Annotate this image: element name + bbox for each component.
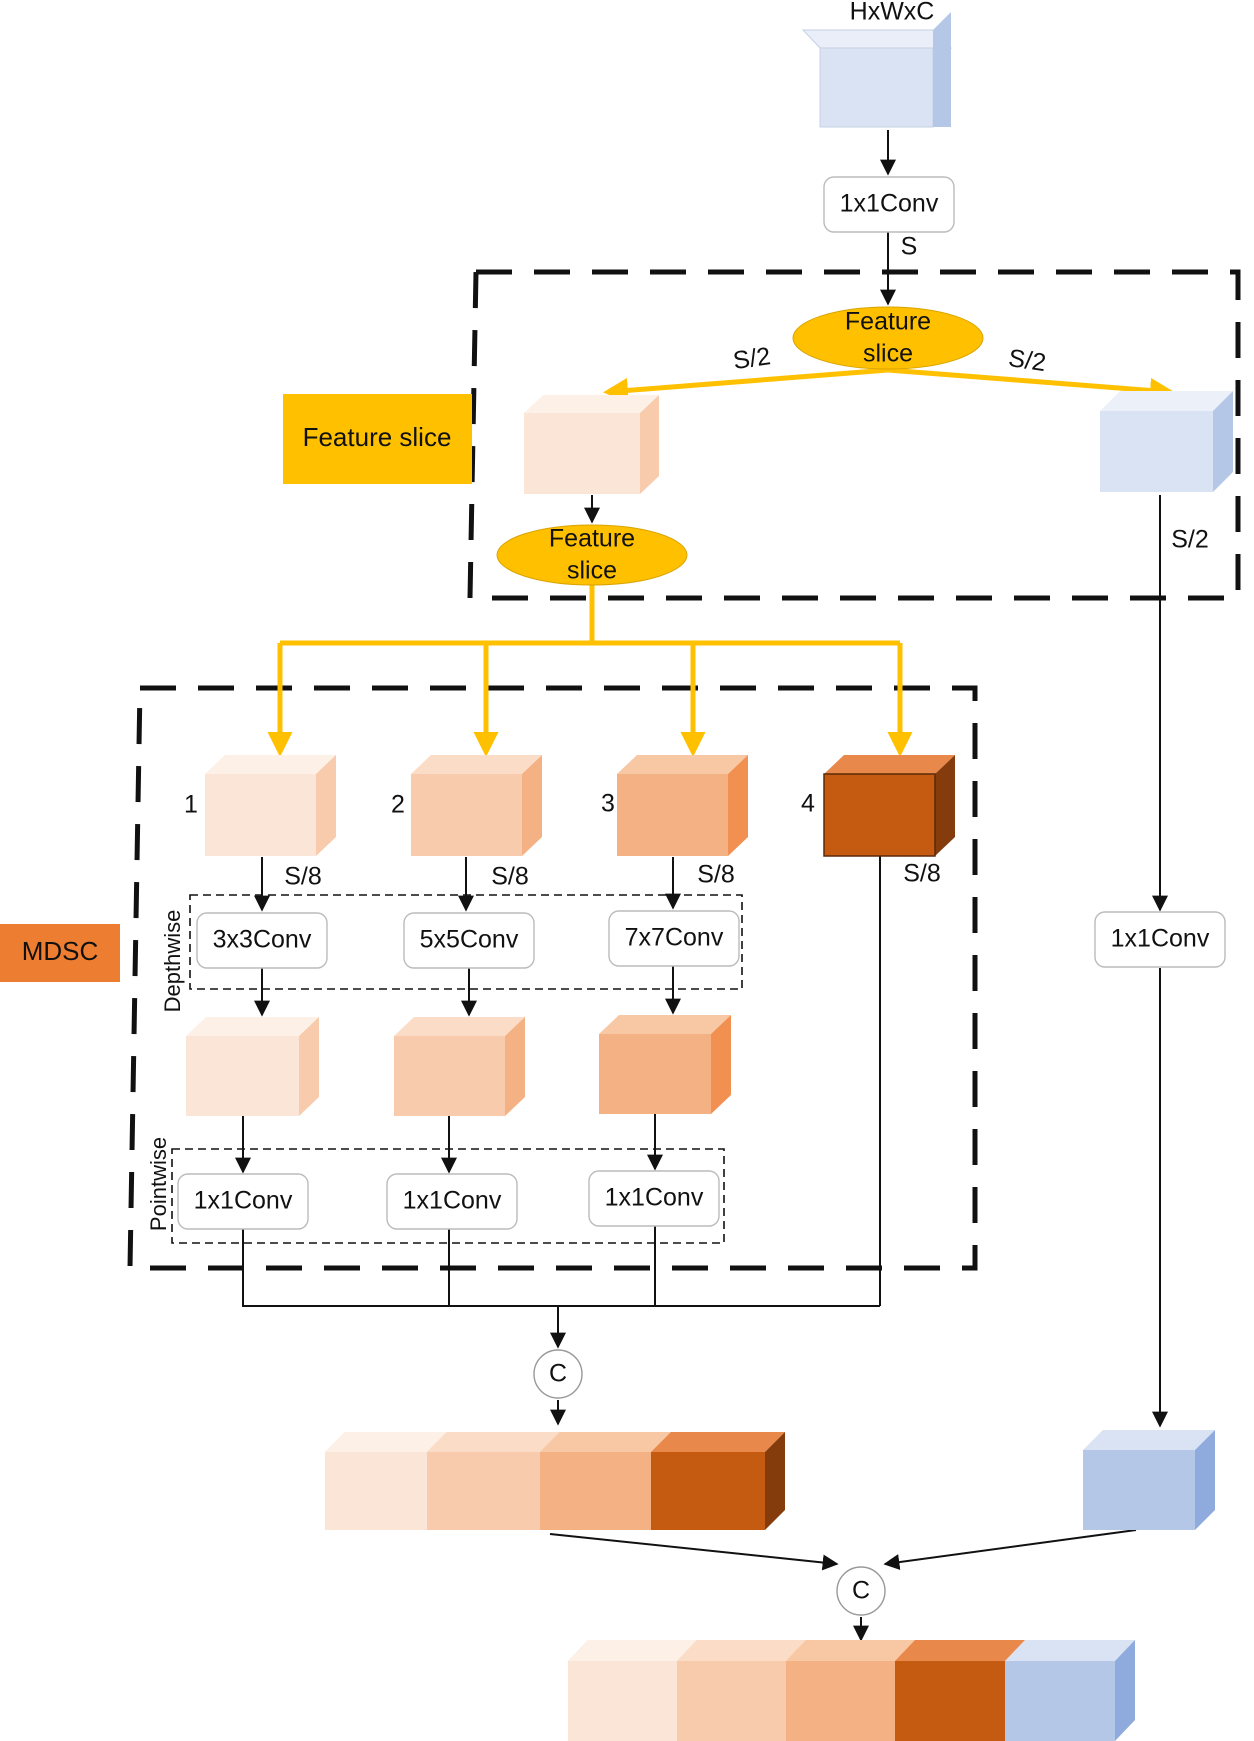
mid-cube-1 xyxy=(186,1017,319,1116)
edge-label-eighth-4: S/8 xyxy=(903,860,941,888)
branch-cube-2 xyxy=(411,755,542,856)
svg-text:1x1Conv: 1x1Conv xyxy=(1111,925,1210,953)
svg-text:slice: slice xyxy=(863,340,913,368)
svg-text:C: C xyxy=(549,1360,567,1388)
svg-text:C: C xyxy=(852,1577,870,1605)
right-conv-box: 1x1Conv xyxy=(1094,911,1226,968)
branch-cube-3 xyxy=(617,755,748,856)
feature-slice-node-left: Feature slice xyxy=(496,524,688,586)
mdsc-frame xyxy=(127,685,978,1271)
edge-label-half-left: S/2 xyxy=(731,342,772,375)
slice-right-cube xyxy=(1100,391,1233,492)
depthwise-conv-1: 3x3Conv xyxy=(196,912,328,969)
concat-node-1: C xyxy=(533,1349,583,1399)
svg-text:slice: slice xyxy=(567,557,617,585)
branch-number-1: 1 xyxy=(184,791,198,819)
branch-number-4: 4 xyxy=(801,790,815,818)
feature-slice-node-top: Feature slice xyxy=(792,306,984,370)
svg-text:3x3Conv: 3x3Conv xyxy=(213,926,312,954)
svg-text:1x1Conv: 1x1Conv xyxy=(605,1184,704,1212)
svg-text:Feature: Feature xyxy=(549,525,635,553)
depthwise-label: Depthwise xyxy=(160,910,185,1013)
svg-text:1x1Conv: 1x1Conv xyxy=(194,1187,293,1215)
svg-text:MDSC: MDSC xyxy=(22,936,99,966)
edge-label-half-down: S/2 xyxy=(1171,526,1209,554)
top-conv-box: 1x1Conv xyxy=(823,176,955,233)
depthwise-conv-3: 7x7Conv xyxy=(608,910,740,967)
mid-cube-2 xyxy=(394,1017,525,1116)
slice-left-cube xyxy=(524,395,659,494)
concat-block-orange xyxy=(325,1432,785,1530)
depthwise-conv-2: 5x5Conv xyxy=(403,912,535,969)
pointwise-label: Pointwise xyxy=(146,1137,171,1231)
pointwise-conv-1: 1x1Conv xyxy=(177,1173,309,1230)
edge-label-s: S xyxy=(901,233,918,261)
concat-node-2: C xyxy=(836,1566,886,1616)
pointwise-conv-3: 1x1Conv xyxy=(588,1170,720,1227)
slice-arrows xyxy=(267,367,1175,757)
branch-number-2: 2 xyxy=(391,791,405,819)
branch-number-3: 3 xyxy=(601,790,615,818)
svg-text:5x5Conv: 5x5Conv xyxy=(420,926,519,954)
svg-text:1x1Conv: 1x1Conv xyxy=(403,1187,502,1215)
connectors xyxy=(235,130,1168,1642)
mid-cube-3 xyxy=(599,1015,731,1114)
svg-text:Feature slice: Feature slice xyxy=(303,422,452,452)
branch-cube-1 xyxy=(205,755,336,856)
pointwise-conv-2: 1x1Conv xyxy=(386,1173,518,1230)
final-output-block xyxy=(568,1640,1135,1741)
edge-label-eighth-2: S/8 xyxy=(491,863,529,891)
edge-label-eighth-1: S/8 xyxy=(284,863,322,891)
right-output-cube xyxy=(1083,1430,1215,1530)
edge-label-eighth-3: S/8 xyxy=(697,861,735,889)
input-label: HxWxC xyxy=(850,0,935,26)
svg-text:Feature: Feature xyxy=(845,308,931,336)
svg-text:7x7Conv: 7x7Conv xyxy=(625,924,724,952)
input-cube xyxy=(801,12,953,128)
edge-label-half-right: S/2 xyxy=(1007,344,1048,377)
feature-slice-side-label: Feature slice xyxy=(283,394,472,484)
mdsc-side-label: MDSC xyxy=(0,924,120,982)
branch-cube-4 xyxy=(823,755,955,857)
svg-text:1x1Conv: 1x1Conv xyxy=(840,190,939,218)
